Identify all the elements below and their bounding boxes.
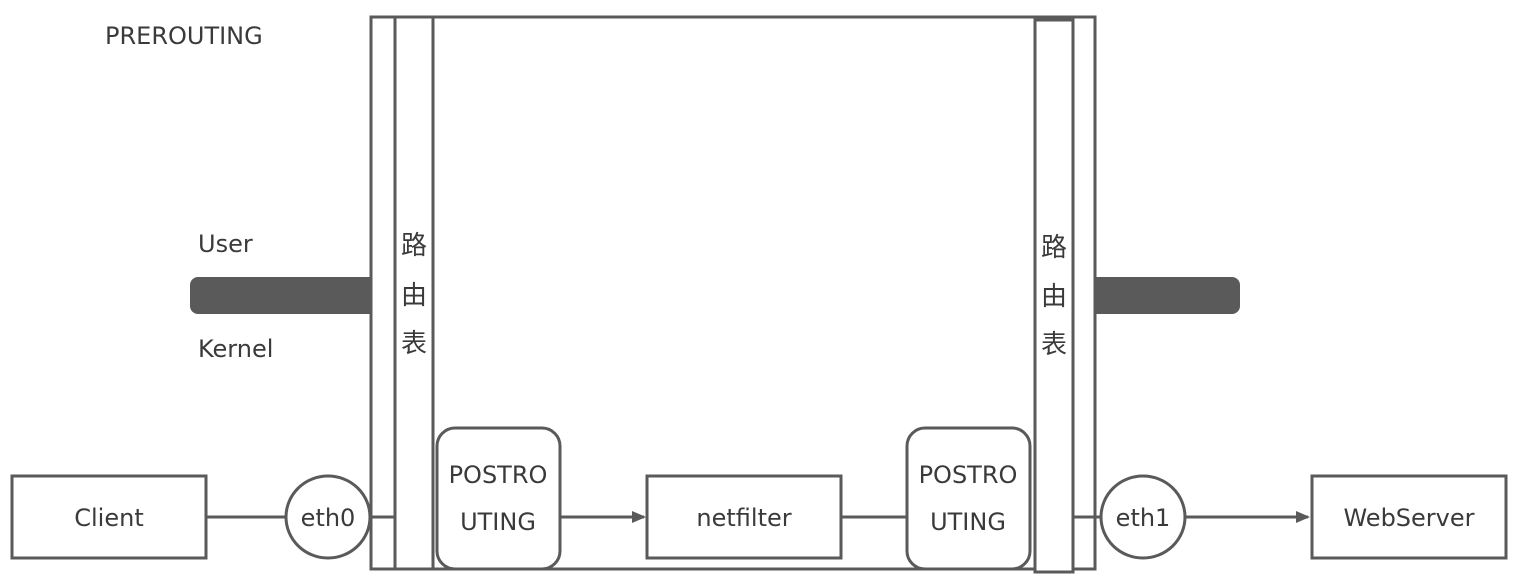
eth0-label: eth0 [301, 504, 356, 532]
netfilter-label: netfilter [696, 504, 791, 532]
route-table-left-text: 路 由 表 [401, 231, 427, 359]
postrouting-right-node [905, 426, 1032, 571]
prerouting-label: PREROUTING [105, 22, 263, 50]
postrouting-right-line2: UTING [930, 508, 1006, 536]
route-table-right-char-1: 路 [1041, 233, 1067, 263]
eth1-label: eth1 [1116, 504, 1171, 532]
route-table-left [393, 15, 435, 571]
route-table-left-char-2: 由 [401, 281, 427, 311]
postrouting-left-node [435, 426, 562, 571]
postrouting-left-line2: UTING [460, 508, 536, 536]
route-table-right-char-3: 表 [1041, 330, 1067, 360]
route-table-left-char-3: 表 [401, 329, 427, 359]
user-space-label: User [198, 230, 253, 258]
client-label: Client [74, 504, 143, 532]
webserver-label: WebServer [1343, 504, 1474, 532]
webserver-node [1310, 474, 1508, 560]
postrouting-left-line1: POSTRO [449, 461, 548, 489]
client-node [10, 474, 208, 560]
kernel-space-label: Kernel [198, 335, 273, 363]
eth1-interface [1099, 474, 1187, 560]
route-table-right-char-2: 由 [1041, 282, 1067, 312]
eth0-interface [284, 474, 372, 560]
route-table-left-char-1: 路 [401, 231, 427, 261]
route-table-right-text: 路 由 表 [1041, 233, 1067, 360]
netfilter-node [645, 474, 843, 560]
postrouting-right-line1: POSTRO [919, 461, 1018, 489]
route-table-right [1033, 18, 1075, 574]
